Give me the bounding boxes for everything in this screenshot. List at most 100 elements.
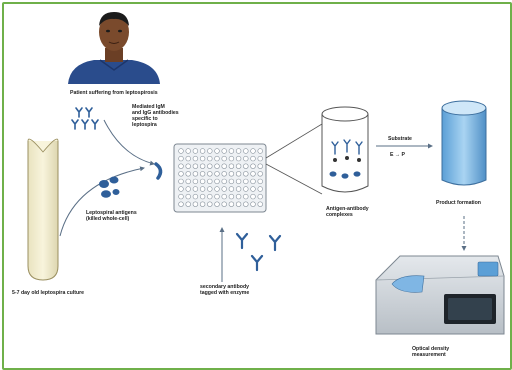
- microplate-well: [221, 171, 227, 177]
- antigen-blobs: [99, 176, 120, 198]
- microplate-well: [199, 155, 206, 162]
- antigen-label-1: Leptospiral antigens: [86, 210, 137, 216]
- microplate-well: [243, 193, 249, 200]
- antibody-label-3: specific to: [132, 116, 158, 122]
- microplate-well: [243, 171, 249, 177]
- microplate-well: [228, 163, 235, 169]
- microplate-well: [214, 155, 220, 162]
- microplate-well: [235, 155, 242, 162]
- antibody-label-2: and IgG antibodies: [132, 110, 179, 116]
- microplate-well: [192, 178, 199, 185]
- microplate-well: [214, 186, 220, 192]
- microplate-well: [192, 155, 199, 162]
- microplate-well: [192, 186, 199, 192]
- leptospirosis-elisa-diagram: Patient suffering from leptospirosis Med…: [12, 12, 505, 358]
- microplate-well: [207, 193, 213, 200]
- microplate-well: [257, 171, 263, 177]
- antibody-glyph: [154, 162, 163, 180]
- microplate-well: [207, 148, 213, 154]
- antibody-label-1: Mediated IgM: [132, 104, 165, 110]
- microplate-well: [192, 148, 199, 154]
- substrate-reaction: E → P: [390, 152, 406, 158]
- microplate-well: [199, 148, 206, 154]
- microplate-well: [243, 148, 249, 154]
- microplate-well: [250, 155, 256, 162]
- patient-to-plate-arrow: [103, 119, 155, 166]
- substrate-label: Substrate: [388, 136, 412, 142]
- microplate-well: [228, 148, 235, 154]
- microplate-well: [235, 171, 242, 177]
- microplate-well: [199, 201, 206, 207]
- microplate-well: [243, 201, 249, 207]
- microplate-well: [192, 163, 199, 169]
- secondary-label-1: secondary antibody: [200, 284, 249, 290]
- microplate-well: [250, 193, 256, 200]
- microplate-well: [235, 163, 242, 169]
- microplate-well: [207, 171, 213, 177]
- product-beaker: [441, 100, 487, 186]
- microplate-well: [192, 201, 199, 207]
- microplate-well: [228, 155, 235, 162]
- microplate-well: [221, 193, 227, 200]
- patient-figure: [68, 12, 160, 84]
- complex-cylinder: [321, 106, 369, 193]
- microplate-well: [214, 163, 220, 169]
- microplate-well: [192, 171, 199, 177]
- secondary-label-2: tagged with enzyme: [200, 290, 249, 296]
- microplate-well: [207, 155, 213, 162]
- product-label: Product formation: [436, 200, 481, 206]
- microplate-well: [207, 163, 213, 169]
- microplate-well: [257, 178, 263, 185]
- microplate-well: [250, 148, 256, 154]
- antigen-label-2: (killed whole-cell): [86, 216, 130, 222]
- microplate-well: [178, 178, 184, 185]
- microplate-well: [257, 193, 263, 200]
- microplate-well: [199, 163, 206, 169]
- microplate-well: [257, 155, 263, 162]
- culture-label: 5-7 day old leptospira culture: [12, 290, 84, 296]
- microplate-well: [178, 171, 184, 177]
- microplate-well: [178, 163, 184, 169]
- tube-to-plate-arrow: [59, 166, 145, 237]
- microplate-well: [257, 186, 263, 192]
- microplate-well: [185, 171, 191, 177]
- microplate-well: [221, 178, 227, 185]
- microplate-well: [235, 193, 242, 200]
- microplate-well: [214, 148, 220, 154]
- microplate-well: [250, 171, 256, 177]
- zoom-lines: [265, 123, 323, 195]
- microplate-well: [250, 186, 256, 192]
- antibody-text: Mediated IgM and IgG antibodies specific…: [132, 104, 179, 128]
- microplate-well: [185, 178, 191, 185]
- microplate-well: [221, 186, 227, 192]
- complex-label-2: complexes: [326, 212, 353, 218]
- microplate-well: [185, 193, 191, 200]
- microplate-well: [257, 163, 263, 169]
- antibody-label-4: leptospira: [132, 122, 157, 128]
- microplate-well: [207, 201, 213, 207]
- microplate-well: [185, 163, 191, 169]
- microplate-well: [250, 201, 256, 207]
- microplate-well: [199, 178, 206, 185]
- microplate: [173, 143, 267, 213]
- microplate-well: [243, 178, 249, 185]
- microplate-well: [178, 186, 184, 192]
- microplate-well: [199, 186, 206, 192]
- microplate-well: [192, 193, 199, 200]
- microplate-well: [257, 201, 263, 207]
- microplate-well: [250, 178, 256, 185]
- microplate-well: [221, 155, 227, 162]
- microplate-well: [235, 148, 242, 154]
- microplate-well: [185, 155, 191, 162]
- antibody-cluster: [71, 107, 99, 130]
- microplate-well: [243, 186, 249, 192]
- microplate-well: [235, 186, 242, 192]
- microplate-well: [228, 193, 235, 200]
- microplate-well: [178, 155, 184, 162]
- complex-label-1: Antigen-antibody: [326, 206, 369, 212]
- microplate-well: [221, 201, 227, 207]
- microplate-well: [207, 178, 213, 185]
- patient-label: Patient suffering from leptospirosis: [70, 90, 158, 96]
- culture-tube: [27, 138, 59, 281]
